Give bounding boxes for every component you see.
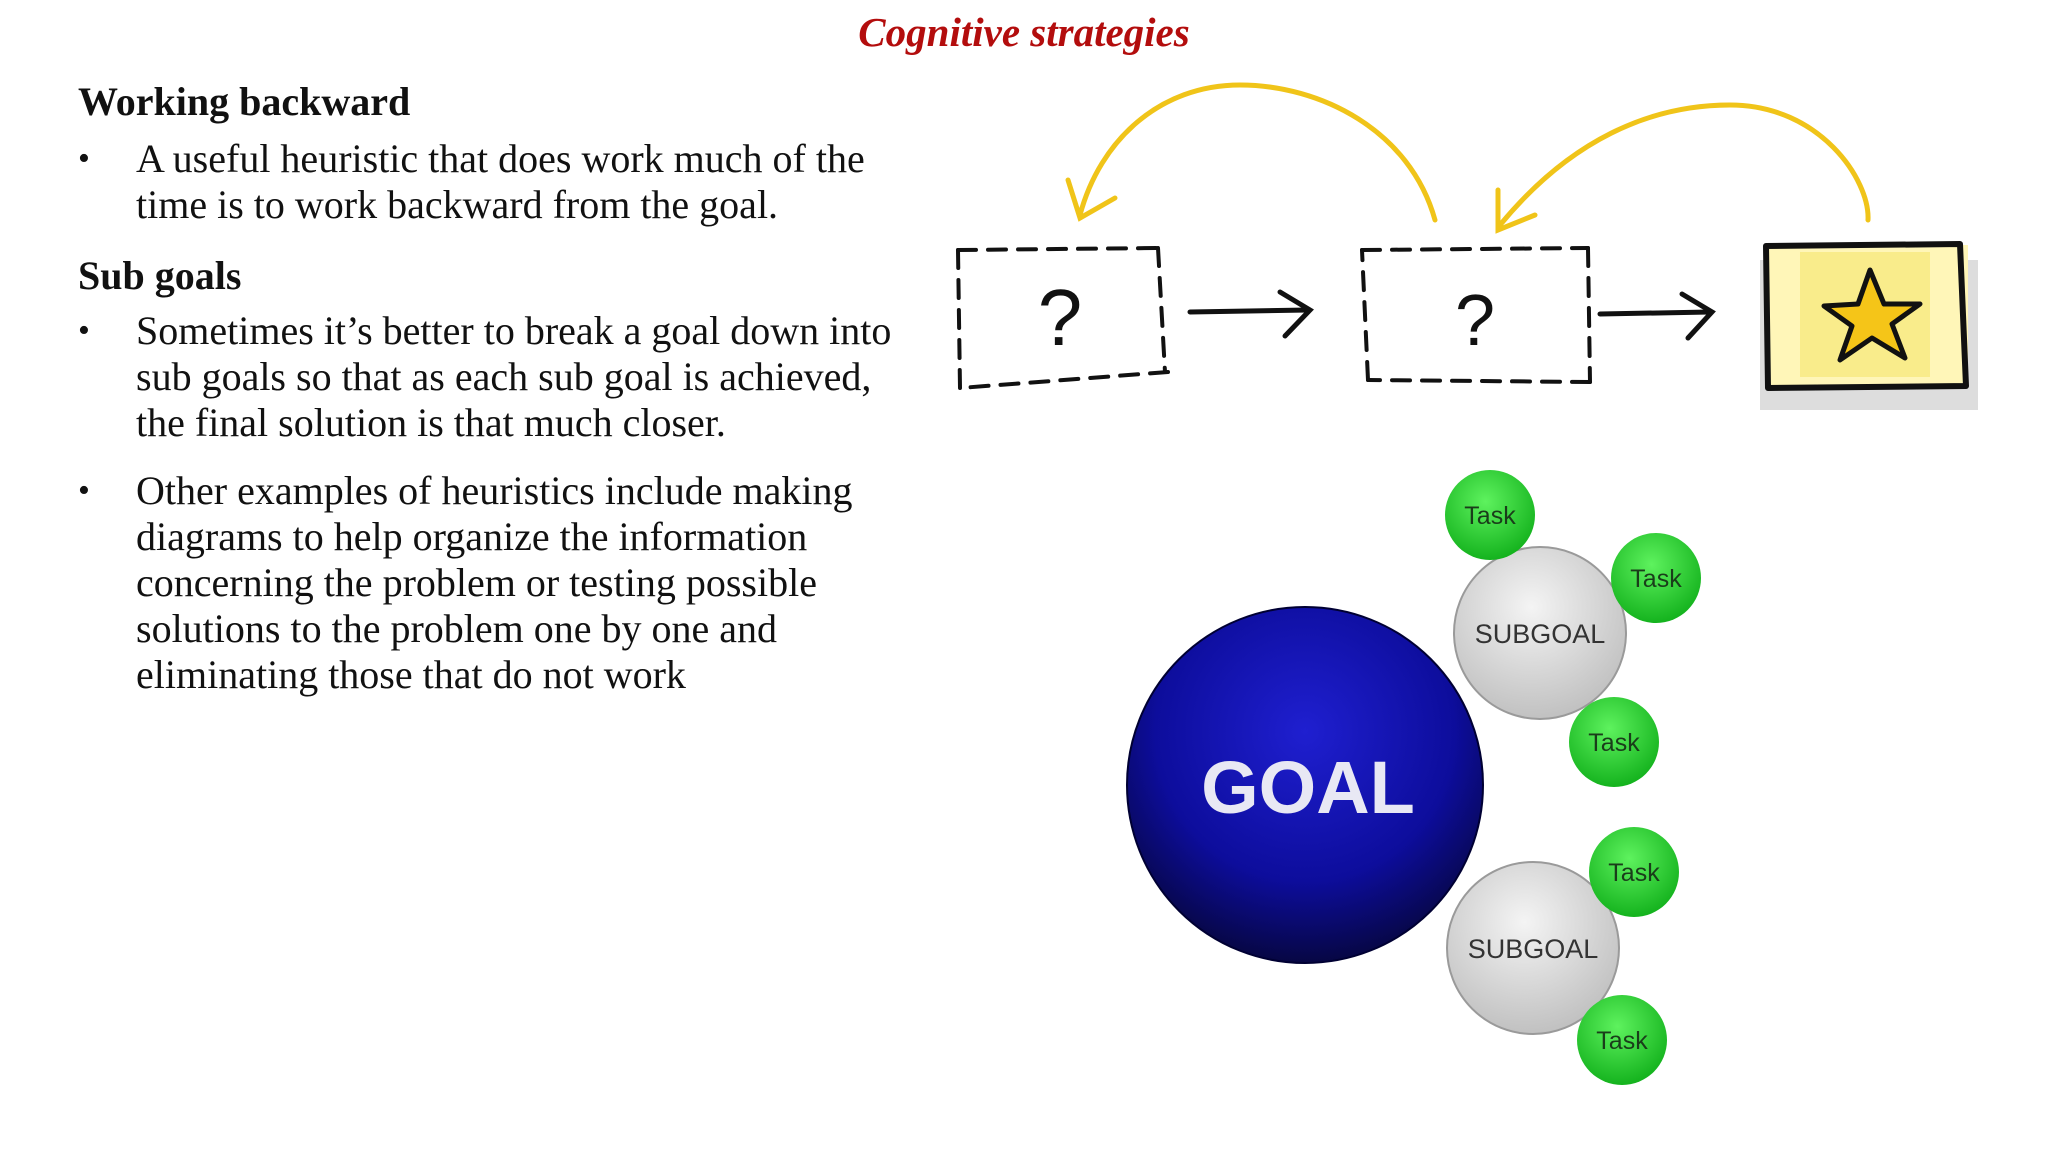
section-heading-working-backward: Working backward: [78, 79, 411, 124]
unknown-mark-1: ?: [1038, 273, 1083, 362]
task-label: Task: [1464, 502, 1516, 530]
arrow-right-icon: [1597, 291, 1716, 341]
star-icon: [1821, 267, 1923, 363]
curve-arrow-2: [1497, 102, 1871, 228]
curve-arrow-2-head: [1495, 187, 1538, 234]
task-label: Task: [1608, 859, 1660, 887]
unknown-box-1: [956, 246, 1170, 390]
subgoal-label: SUBGOAL: [1468, 934, 1599, 964]
bullet-item: • Other examples of heuristics include m…: [78, 468, 898, 698]
task-node: Task: [1445, 470, 1535, 560]
task-node: Task: [1611, 533, 1701, 623]
curve-arrow-1: [1077, 82, 1438, 223]
goal-node: GOAL: [1126, 606, 1484, 964]
subgoal-node-1: SUBGOAL: [1453, 546, 1627, 720]
task-label: Task: [1588, 729, 1640, 757]
slide-body: Working backward • A useful heuristic th…: [78, 76, 898, 720]
bullet-dot: •: [78, 140, 90, 177]
bullet-dot: •: [78, 472, 90, 509]
bullet-dot: •: [78, 312, 90, 349]
curve-arrow-1-head: [1065, 177, 1118, 222]
unknown-box-2: [1360, 246, 1592, 384]
task-node: Task: [1589, 827, 1679, 917]
subgoal-node-2: SUBGOAL: [1446, 861, 1620, 1035]
slide-title: Cognitive strategies: [858, 9, 1190, 55]
task-node: Task: [1577, 995, 1667, 1085]
section-heading-sub-goals: Sub goals: [78, 253, 242, 298]
task-label: Task: [1630, 565, 1682, 593]
bullet-text: Sometimes it’s better to break a goal do…: [136, 308, 892, 445]
task-label: Task: [1596, 1027, 1648, 1055]
bullet-item: • A useful heuristic that does work much…: [78, 136, 898, 228]
unknown-mark-2: ?: [1455, 281, 1495, 361]
backward-curve-arrows: [1065, 82, 1871, 234]
goal-box: [1760, 241, 1978, 410]
bullet-item: • Sometimes it’s better to break a goal …: [78, 308, 898, 446]
goal-subgoal-diagram: SUBGOAL SUBGOAL GOAL Task Task Task Task…: [1126, 470, 1701, 1085]
goal-label: GOAL: [1201, 746, 1415, 829]
arrow-right-icon: [1187, 289, 1314, 339]
task-node: Task: [1569, 697, 1659, 787]
subgoal-label: SUBGOAL: [1475, 619, 1606, 649]
bullet-text: A useful heuristic that does work much o…: [136, 136, 865, 227]
bullet-text: Other examples of heuristics include mak…: [136, 468, 853, 697]
working-backward-diagram: ? ?: [956, 82, 1978, 410]
